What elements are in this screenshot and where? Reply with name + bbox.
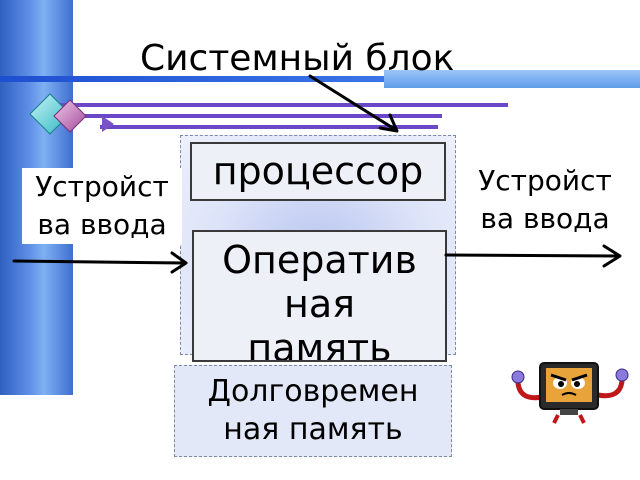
left-input-arrow — [12, 259, 186, 265]
computer-mascot-icon — [511, 362, 629, 424]
long-term-memory-line-2: ная память — [223, 412, 403, 447]
input-devices-left-label: Устройст ва ввода — [22, 168, 182, 244]
long-term-memory-line-1: Долговремен — [207, 374, 419, 409]
input-right-line-2: ва ввода — [480, 202, 610, 235]
diagram-title: Системный блок — [140, 38, 455, 79]
ram-line-3: память — [247, 326, 392, 362]
right-output-arrow — [444, 253, 620, 258]
purple-line-3 — [100, 125, 438, 129]
processor-box: процессор — [190, 142, 446, 201]
ram-box: Оператив ная память — [192, 230, 447, 362]
title-pointer-arrow — [308, 74, 398, 132]
ram-line-1: Оператив — [222, 238, 417, 282]
top-blue-line — [0, 76, 640, 82]
left-bar-bottom — [0, 395, 73, 480]
purple-line-1 — [60, 103, 508, 107]
long-term-memory-box: Долговремен ная память — [174, 365, 452, 457]
right-decorative-bar — [384, 70, 640, 88]
input-left-line-2: ва ввода — [37, 208, 167, 241]
input-left-line-1: Устройст — [35, 170, 169, 203]
diamond-decoration-icon — [29, 93, 114, 135]
purple-line-2 — [80, 114, 442, 118]
input-devices-right-label: Устройст ва ввода — [460, 162, 630, 238]
input-right-line-1: Устройст — [478, 164, 612, 197]
ram-line-2: ная — [284, 282, 355, 326]
